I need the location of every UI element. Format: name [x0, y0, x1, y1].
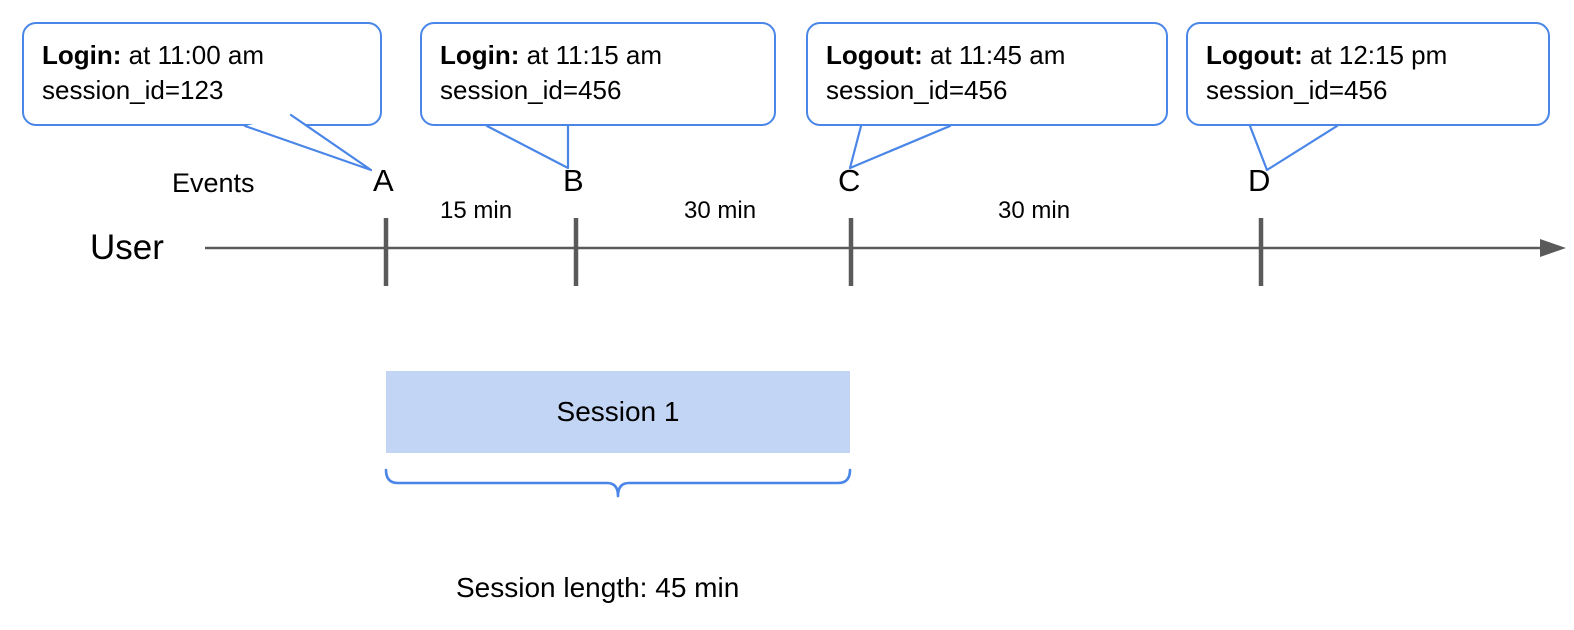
callout-a-time: at 11:00 am: [128, 40, 265, 70]
callout-d-session: session_id=456: [1206, 75, 1388, 106]
callout-b-event: Login:: [440, 40, 520, 70]
callout-box-b: Login: at 11:15 am session_id=456: [420, 22, 776, 126]
event-point-label-d: D: [1248, 163, 1271, 198]
callout-c-time: at 11:45 am: [929, 40, 1066, 70]
callout-box-c: Logout: at 11:45 am session_id=456: [806, 22, 1168, 126]
callout-d-event: Logout:: [1206, 40, 1303, 70]
session-brace: [384, 468, 852, 498]
callout-c-session: session_id=456: [826, 75, 1008, 106]
callout-c-line1: Logout: at 11:45 am: [826, 38, 1148, 73]
callout-tail-b: [485, 124, 570, 170]
session-bar-label: Session 1: [556, 396, 680, 427]
callout-c-event: Logout:: [826, 40, 923, 70]
callout-d-line1: Logout: at 12:15 pm: [1206, 38, 1530, 73]
event-point-label-c: C: [838, 163, 861, 198]
session-length-caption: Session length: 45 min: [456, 572, 740, 603]
callout-b-session: session_id=456: [440, 75, 622, 106]
event-point-label-a: A: [373, 163, 394, 198]
duration-label-bc: 30 min: [684, 197, 757, 224]
timeline-axis: [205, 239, 1566, 257]
events-row-label: Events: [172, 168, 255, 198]
session-bar: Session 1: [386, 371, 850, 453]
callout-b-time: at 11:15 am: [526, 40, 663, 70]
callout-box-d: Logout: at 12:15 pm session_id=456: [1186, 22, 1550, 126]
user-row-label: User: [90, 228, 164, 267]
callout-a-line1: Login: at 11:00 am: [42, 38, 362, 73]
event-point-label-b: B: [563, 163, 584, 198]
callout-box-a: Login: at 11:00 am session_id=123: [22, 22, 382, 126]
callout-d-time: at 12:15 pm: [1309, 40, 1448, 70]
axis-ticks: [383, 218, 1264, 286]
callout-a-session: session_id=123: [42, 75, 224, 106]
callout-a-event: Login:: [42, 40, 122, 70]
callout-tail-d: [1248, 124, 1339, 172]
duration-label-cd: 30 min: [998, 197, 1071, 224]
callout-b-line1: Login: at 11:15 am: [440, 38, 756, 73]
callout-tail-c: [848, 124, 952, 170]
duration-label-ab: 15 min: [440, 197, 513, 224]
callout-tail-a: [243, 113, 373, 172]
